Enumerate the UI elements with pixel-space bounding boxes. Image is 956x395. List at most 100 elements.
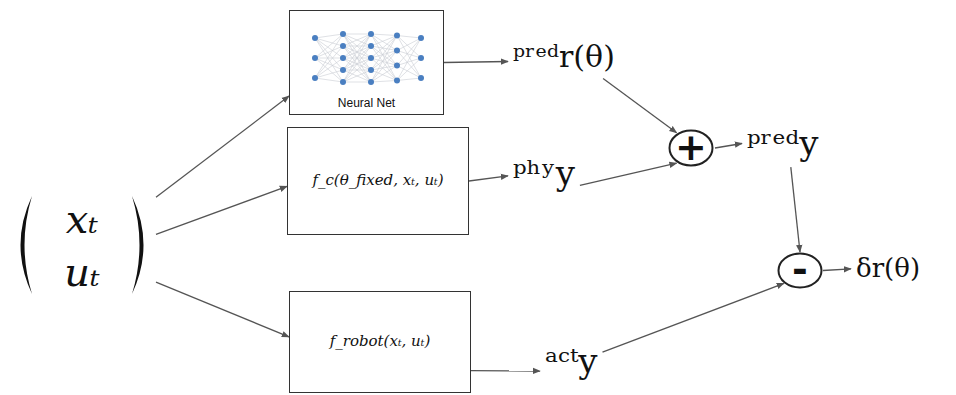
network-link xyxy=(371,66,397,83)
network-neuron xyxy=(340,55,346,61)
network-neuron xyxy=(312,55,318,61)
formula-text: f_c(θ_fixed, xₜ, uₜ) xyxy=(312,172,443,189)
arrow-connector xyxy=(444,62,508,63)
network-neuron xyxy=(312,35,318,41)
formula-text: δr(θ) xyxy=(856,254,920,284)
right-parenthesis xyxy=(132,196,144,294)
network-neuron xyxy=(418,35,424,41)
network-link xyxy=(371,51,397,83)
network-link xyxy=(371,36,397,71)
left-parenthesis xyxy=(21,196,33,294)
network-link xyxy=(343,34,371,58)
network-link xyxy=(371,51,397,59)
network-link xyxy=(343,58,371,82)
network-link xyxy=(343,58,371,82)
arrow-connector xyxy=(715,144,742,149)
network-neuron xyxy=(368,31,374,37)
network-link xyxy=(315,38,343,82)
input-vector: xₜ uₜ xyxy=(8,192,156,298)
network-link xyxy=(397,66,421,79)
network-link xyxy=(397,78,421,81)
network-neuron xyxy=(368,55,374,61)
arrow-connector xyxy=(156,186,287,234)
network-link xyxy=(315,70,343,78)
arrow-connector xyxy=(471,370,540,372)
operator-symbol: - xyxy=(792,250,808,288)
network-neuron xyxy=(394,48,400,54)
network-link xyxy=(343,34,371,82)
network-neuron xyxy=(340,43,346,49)
network-link xyxy=(315,38,343,70)
arrow-connector xyxy=(580,163,677,185)
network-neuron xyxy=(368,43,374,49)
arrow-connector xyxy=(156,96,289,197)
neural-net-box: Neural Net xyxy=(289,10,444,115)
network-link xyxy=(371,81,397,83)
network-link xyxy=(315,46,343,78)
network-link xyxy=(397,36,421,39)
network-link xyxy=(343,34,371,70)
arrow-connector xyxy=(823,269,851,271)
network-neuron xyxy=(394,63,400,69)
network-neuron xyxy=(312,75,318,81)
formula-text: xₜ xyxy=(66,197,98,241)
arrow-connector xyxy=(603,79,677,133)
arrow-connector xyxy=(469,176,508,181)
math-term: ᵖʳᵉᵈr(θ) xyxy=(508,36,620,79)
math-term: ᵖʰʸy xyxy=(508,150,580,197)
sum-circle: + xyxy=(667,129,715,167)
math-term: δr(θ) xyxy=(851,250,925,288)
network-link xyxy=(371,51,397,71)
network-neuron xyxy=(340,79,346,85)
network-link xyxy=(397,58,421,81)
network-link xyxy=(371,46,397,66)
network-link xyxy=(343,46,371,82)
network-link xyxy=(371,36,397,59)
network-neuron xyxy=(394,78,400,84)
network-link xyxy=(343,34,371,46)
network-link xyxy=(397,36,421,79)
network-link xyxy=(371,34,397,66)
formula-text: uₜ xyxy=(64,250,100,294)
difference-circle: - xyxy=(777,252,823,289)
network-neuron xyxy=(418,75,424,81)
operator-symbol: + xyxy=(675,128,707,166)
network-link xyxy=(343,34,371,70)
formula-text: ᵖʰʸy xyxy=(513,154,575,193)
network-neuron xyxy=(340,67,346,73)
math-term: ᵖʳᵉᵈy xyxy=(742,120,823,167)
network-link xyxy=(371,34,397,36)
math-term: ᵃᶜᵗy xyxy=(540,338,602,385)
network-link xyxy=(343,34,371,58)
network-neuron xyxy=(368,79,374,85)
box-label: Neural Net xyxy=(338,97,395,111)
network-neuron xyxy=(394,33,400,39)
formula-text: ᵖʳᵉᵈr(θ) xyxy=(513,40,615,75)
network-link xyxy=(343,82,371,83)
network-link xyxy=(343,70,371,82)
network-link xyxy=(315,34,343,78)
network-link xyxy=(343,34,371,35)
network-link xyxy=(343,34,371,46)
network-link xyxy=(343,34,371,82)
network-link xyxy=(343,70,371,82)
network-link xyxy=(315,58,343,78)
formula-text: f_robot(xₜ, uₜ) xyxy=(330,333,431,350)
network-link xyxy=(371,36,397,83)
process-box: f_c(θ_fixed, xₜ, uₜ) xyxy=(287,127,469,235)
network-neuron xyxy=(340,31,346,37)
network-link xyxy=(397,38,421,81)
network-link xyxy=(315,78,343,82)
arrow-connector xyxy=(156,282,289,337)
formula-text: ᵖʳᵉᵈy xyxy=(747,124,818,163)
network-neuron xyxy=(368,67,374,73)
network-link xyxy=(315,34,343,58)
network-neuron xyxy=(418,55,424,61)
arrow-connector xyxy=(791,167,800,252)
process-box: f_robot(xₜ, uₜ) xyxy=(289,291,471,393)
arrow-connector xyxy=(603,283,784,352)
network-link xyxy=(315,58,343,59)
network-link xyxy=(343,46,371,82)
formula-text: ᵃᶜᵗy xyxy=(545,342,597,381)
